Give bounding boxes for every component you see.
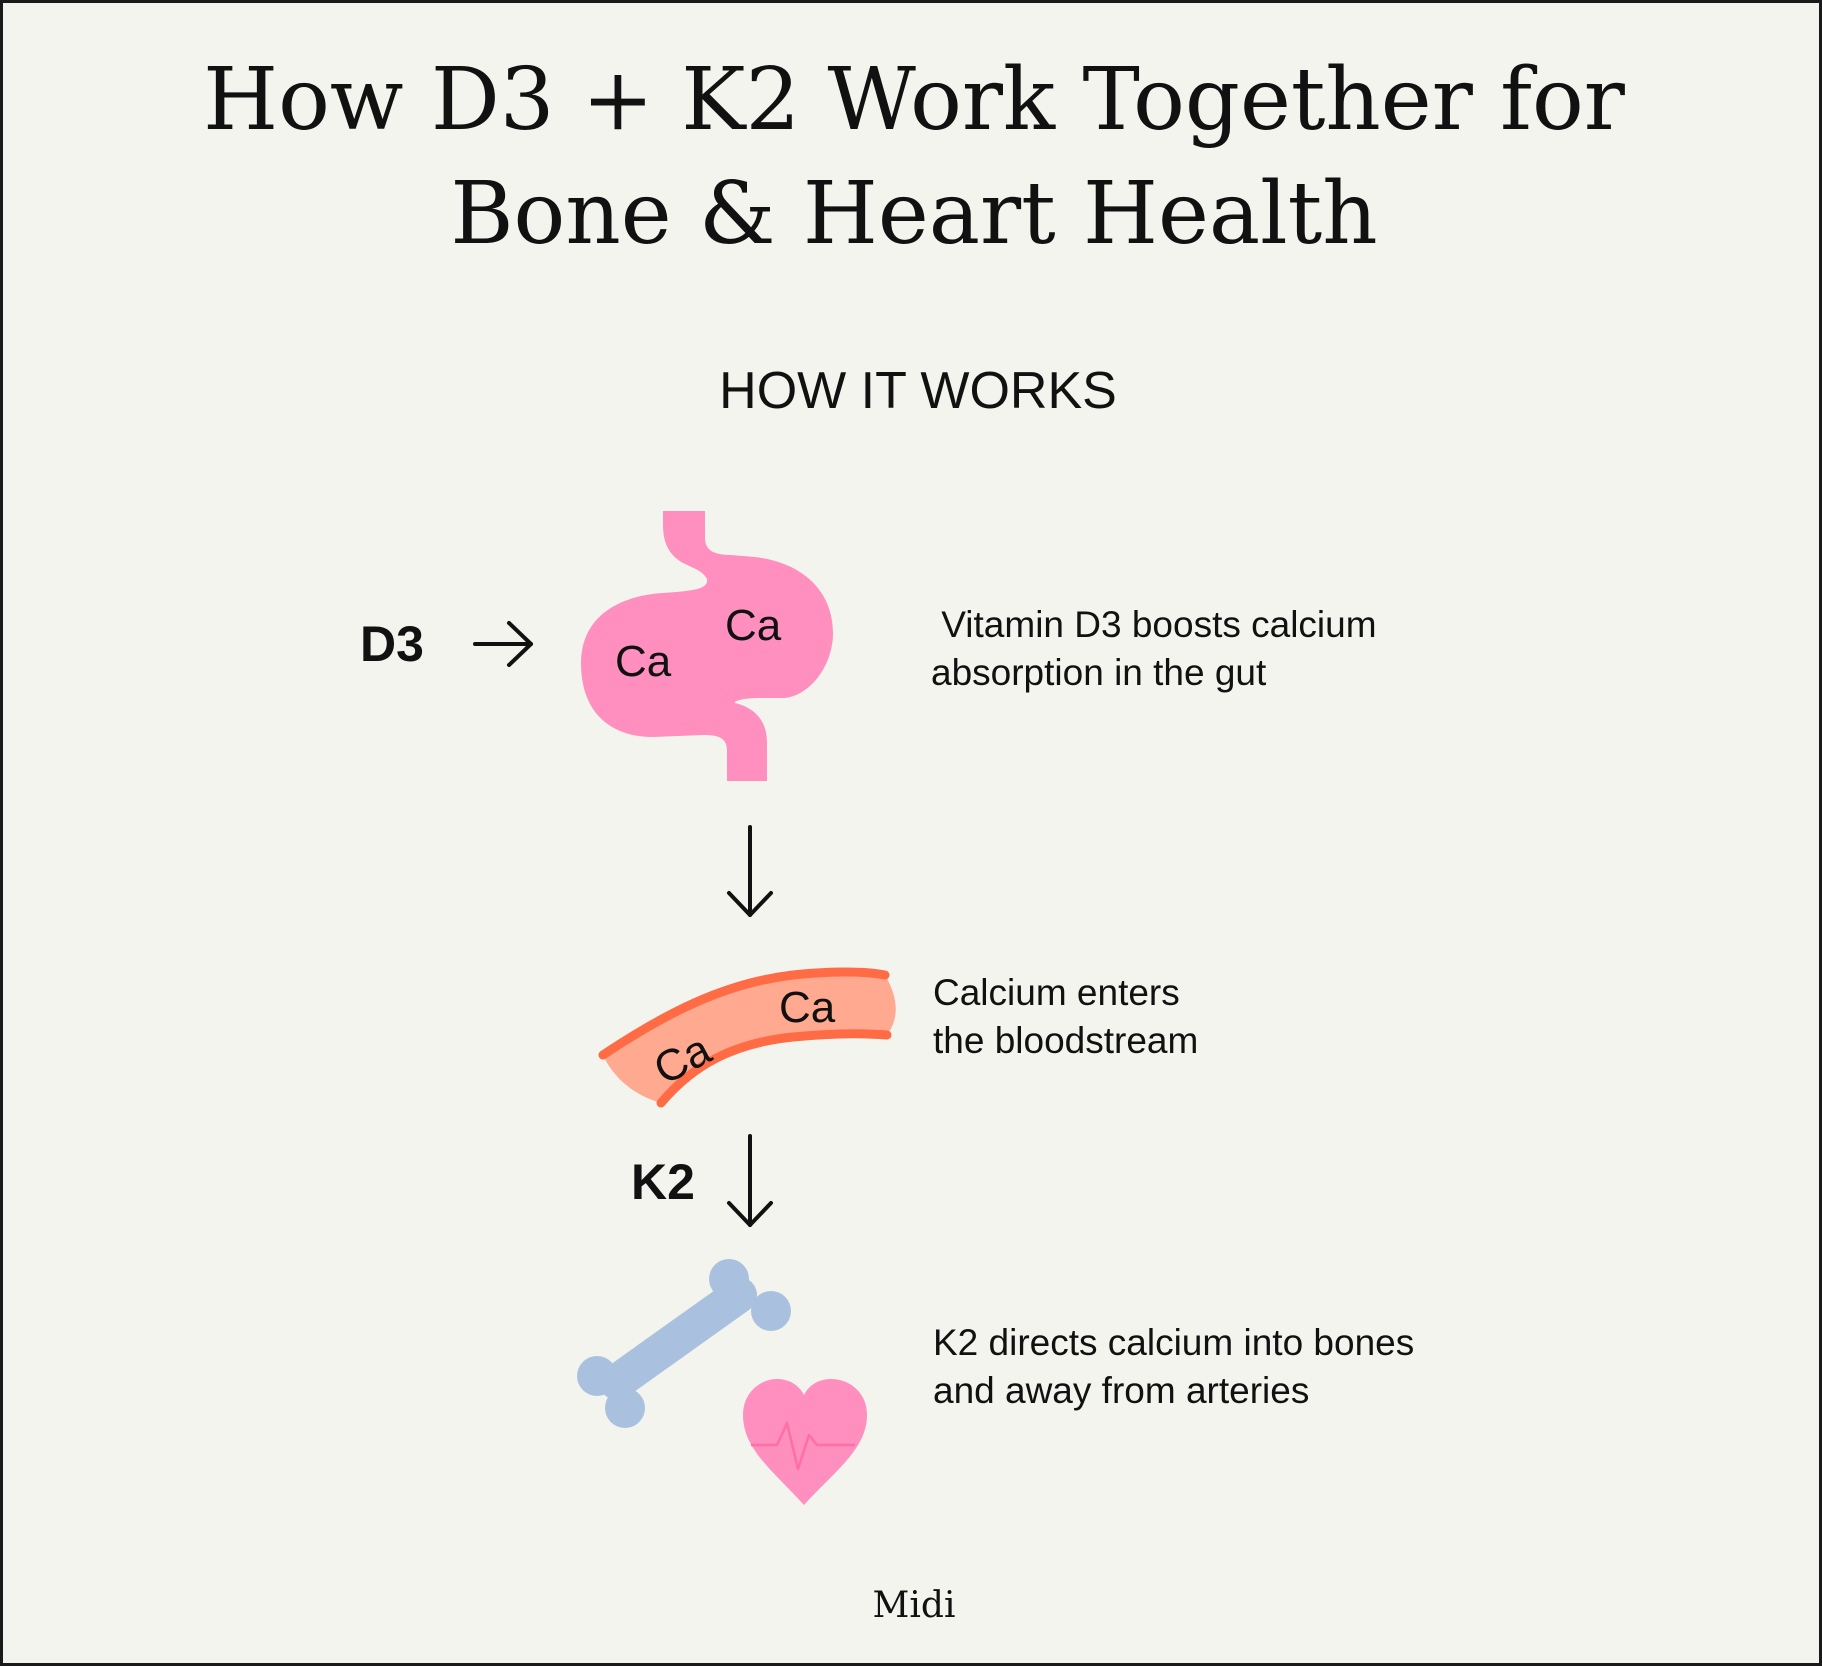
- step-1-description-line-2: absorption in the gut: [931, 652, 1267, 693]
- step-1-description-line-1: Vitamin D3 boosts calcium: [931, 604, 1377, 645]
- right-arrow-icon: [473, 621, 533, 667]
- stomach-ca-badge-2: Ca: [725, 601, 782, 650]
- step-3-description-line-1: K2 directs calcium into bones: [933, 1322, 1415, 1363]
- vessel-fill: [603, 972, 896, 1103]
- brand-logo: Midi: [872, 1585, 956, 1626]
- d3-label: D3: [360, 616, 424, 672]
- step-2-description-line-1: Calcium enters: [933, 972, 1180, 1013]
- title-line-1: How D3 + K2 Work Together for: [203, 50, 1625, 150]
- vessel-wall-top: [598, 967, 890, 1060]
- step-3-description-line-2: and away from arteries: [933, 1370, 1310, 1411]
- heartbeat-line: [751, 1421, 855, 1471]
- diagram-artwork: Ca Ca Ca Ca: [473, 511, 896, 1505]
- stomach-shape: [581, 511, 833, 781]
- k2-label: K2: [631, 1154, 695, 1210]
- step-1-description: Vitamin D3 boosts calcium absorption in …: [931, 601, 1377, 697]
- down-arrow-icon: [727, 825, 773, 917]
- vessel-ca-badge-2: Ca: [779, 983, 836, 1032]
- bone-icon: [577, 1259, 791, 1428]
- title-line-2: Bone & Heart Health: [450, 164, 1378, 264]
- heart-shape: [743, 1379, 867, 1505]
- page-title: How D3 + K2 Work Together for Bone & Hea…: [3, 43, 1819, 271]
- section-heading: HOW IT WORKS: [719, 362, 1117, 420]
- heart-icon: [743, 1379, 867, 1505]
- down-arrow-icon: [727, 1134, 773, 1227]
- step-3-description: K2 directs calcium into bones and away f…: [933, 1319, 1414, 1415]
- stomach-icon: Ca Ca: [581, 511, 833, 781]
- step-2-description-line-2: the bloodstream: [933, 1020, 1199, 1061]
- step-2-description: Calcium enters the bloodstream: [933, 969, 1198, 1065]
- blood-vessel-icon: Ca Ca: [598, 967, 896, 1108]
- stomach-ca-badge-1: Ca: [615, 637, 672, 686]
- vessel-wall-bottom: [656, 1029, 892, 1108]
